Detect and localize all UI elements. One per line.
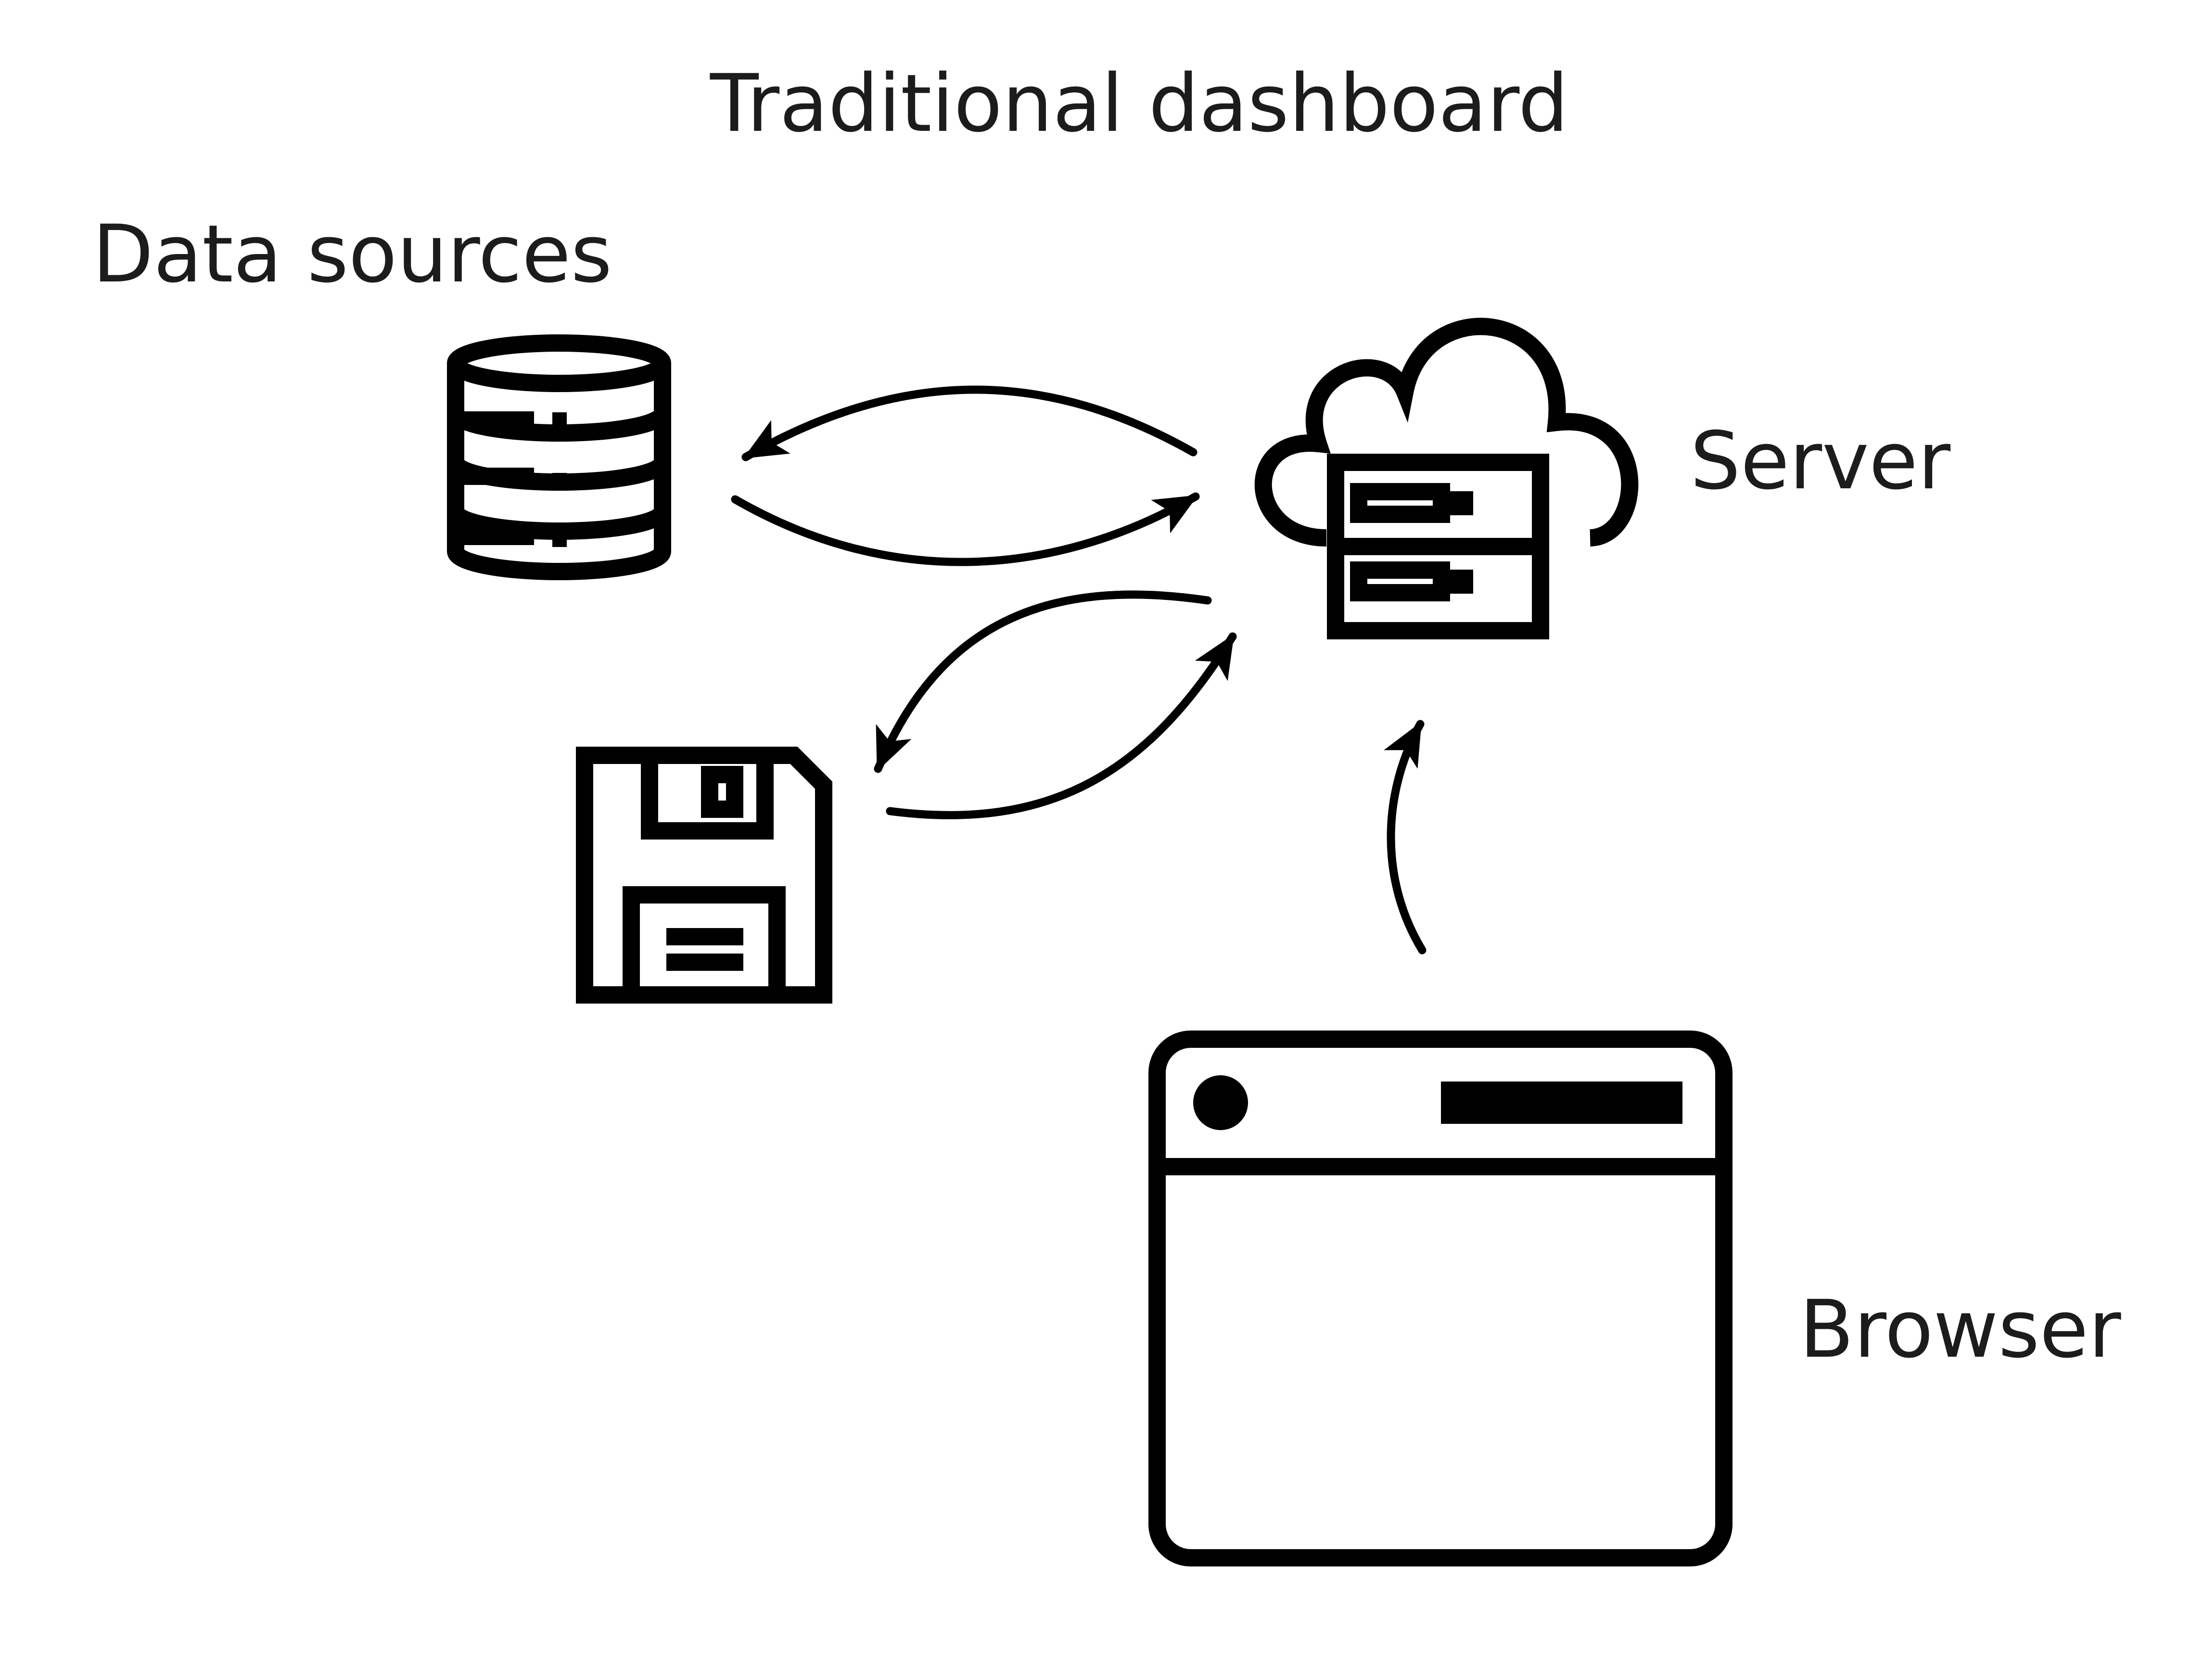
arrow-server-to-floppy [874,590,1212,773]
arrow-server-to-database [741,385,1198,461]
browser-label: Browser [1799,1283,2121,1375]
arrow-floppy-to-server [886,632,1237,819]
arrow-database-to-server [731,492,1200,566]
cloud-server-icon [1254,318,1639,639]
data-sources-label: Data sources [92,208,612,300]
database-icon [447,334,671,580]
browser-window-icon [1148,1031,1733,1566]
arrow-browser-to-server [1384,720,1427,955]
floppy-disk-icon [576,747,832,1004]
server-label: Server [1690,415,1950,507]
diagram-title: Traditional dashboard [710,57,1568,150]
